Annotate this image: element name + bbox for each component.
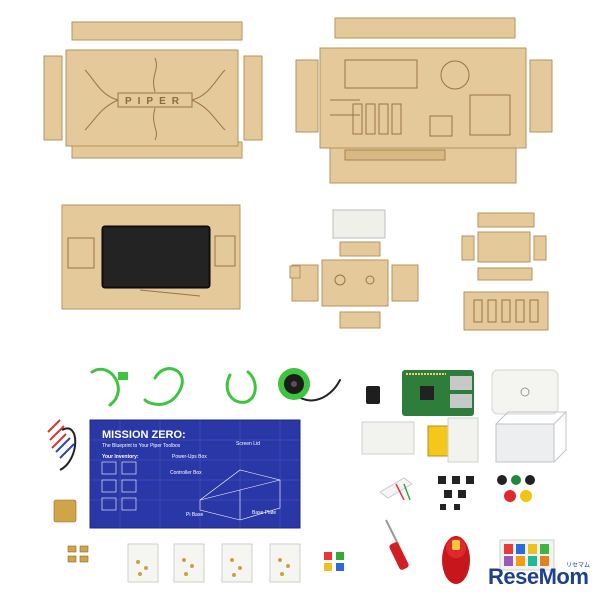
pin-header-engraving bbox=[352, 103, 402, 135]
label-screen-lid: Screen Lid bbox=[236, 441, 260, 447]
screwdriver bbox=[385, 519, 409, 570]
acrylic-case bbox=[495, 410, 568, 463]
colored-keycaps bbox=[324, 552, 344, 571]
wood-base-panel-set bbox=[295, 17, 553, 184]
inventory-heading: Your Inventory: bbox=[102, 454, 139, 460]
red-mouse bbox=[442, 536, 470, 584]
white-controller-case bbox=[491, 369, 559, 415]
resemom-watermark: リセマム ReseMom bbox=[488, 560, 598, 596]
label-power-ups-box: Power-Ups Box bbox=[172, 454, 207, 460]
label-controller-box: Controller Box bbox=[170, 470, 202, 476]
watermark-kana: リセマム bbox=[565, 563, 590, 569]
watermark-text: ReseMom bbox=[488, 564, 589, 589]
svg-text:PIPER: PIPER bbox=[125, 96, 185, 107]
button-holes bbox=[473, 299, 539, 323]
arcade-buttons bbox=[497, 475, 535, 502]
raspberry-pi-board bbox=[402, 370, 474, 416]
microsd-card bbox=[366, 386, 380, 404]
controller-box-pieces bbox=[289, 209, 419, 329]
wood-lid-panel-set: PIPER bbox=[43, 21, 263, 159]
label-pi-base: Pi Base bbox=[186, 512, 203, 518]
colored-bead-tray bbox=[499, 539, 555, 571]
push-buttons bbox=[438, 476, 474, 510]
speaker bbox=[278, 368, 310, 400]
breadboards bbox=[361, 417, 479, 463]
blueprint-manual: MISSION ZERO: The Blueprint to Your Pipe… bbox=[89, 419, 301, 529]
screen-lid-panel bbox=[61, 204, 241, 310]
power-ups-box-pieces bbox=[461, 212, 549, 331]
leds bbox=[379, 477, 413, 501]
brass-standoffs bbox=[53, 499, 89, 563]
screw-bags bbox=[127, 543, 301, 583]
jumper-wires bbox=[47, 419, 77, 471]
piper-logo-engraving: PIPER bbox=[84, 57, 226, 141]
blueprint-title: MISSION ZERO: bbox=[102, 429, 186, 441]
blueprint-subtitle: The Blueprint to Your Piper Toolbox bbox=[102, 443, 181, 449]
